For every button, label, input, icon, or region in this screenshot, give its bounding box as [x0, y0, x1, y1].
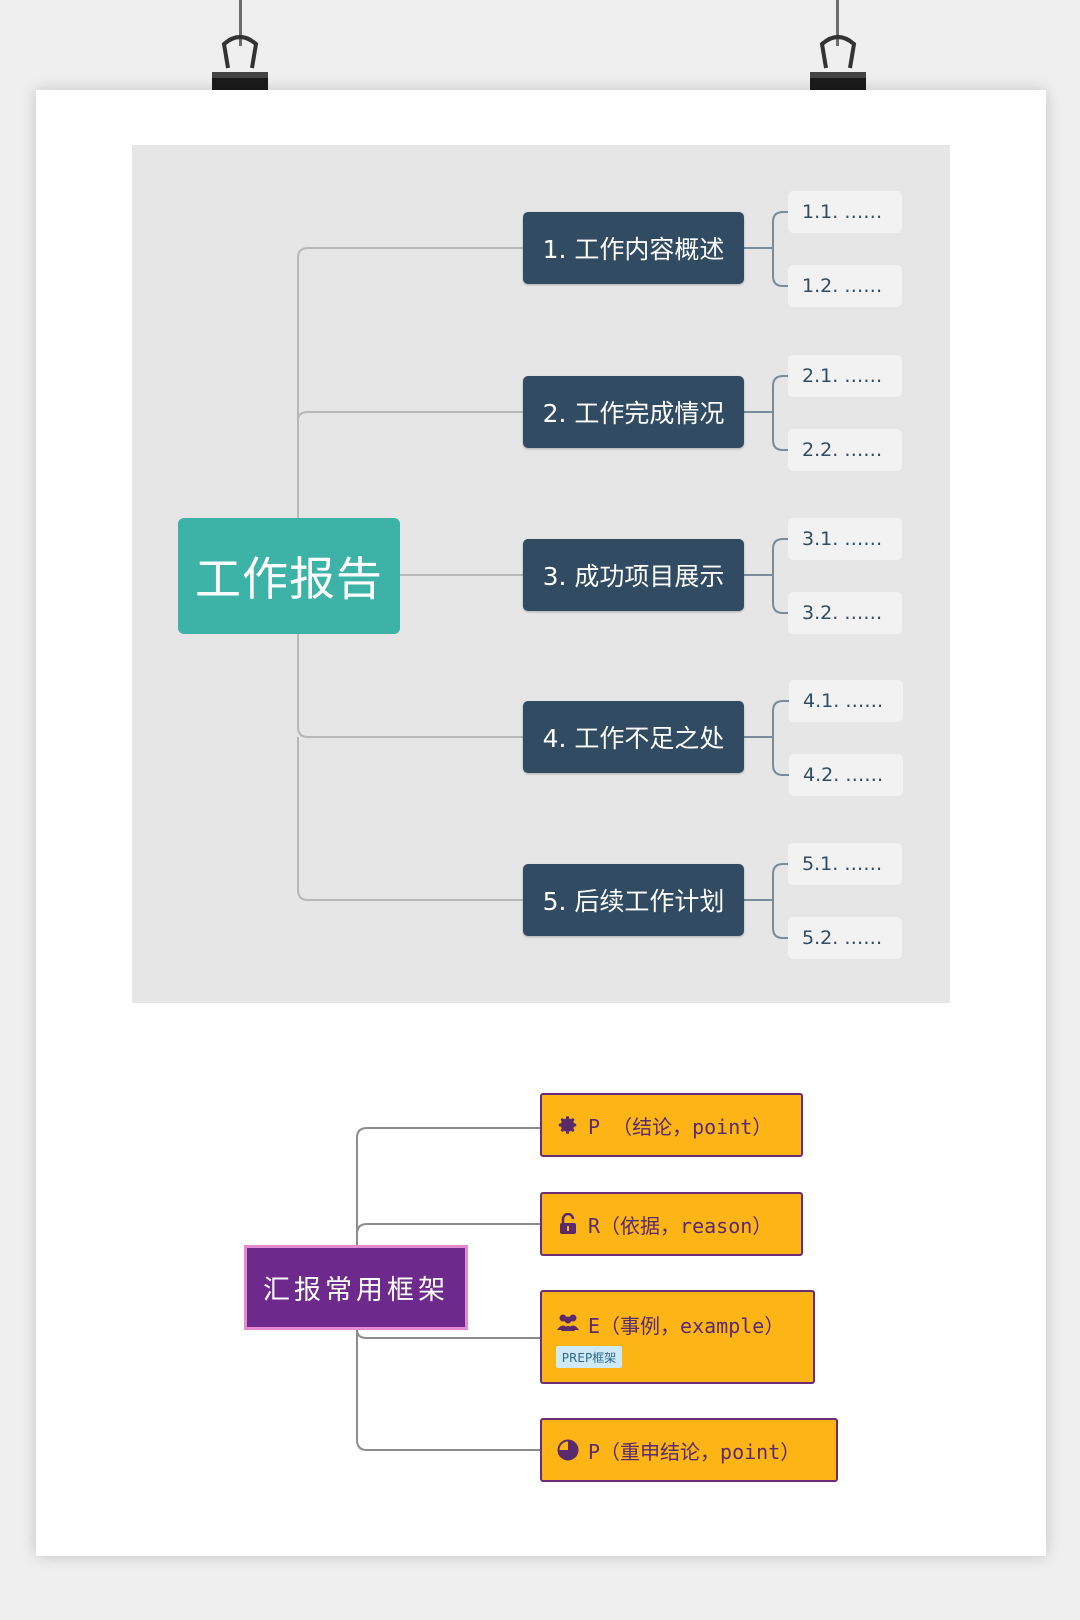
leaf-node-5-2[interactable]: 5.2. …… — [788, 917, 902, 959]
unlock-icon — [556, 1212, 580, 1236]
prep-root-node[interactable]: 汇报常用框架 — [244, 1245, 468, 1330]
hanging-string-right — [836, 0, 839, 46]
prep-framework-tag: PREP框架 — [556, 1346, 622, 1368]
leaf-node-4-1[interactable]: 4.1. …… — [789, 680, 903, 722]
leaf-node-2-2[interactable]: 2.2. …… — [788, 429, 902, 471]
leaf-node-4-2[interactable]: 4.2. …… — [789, 754, 903, 796]
prep-node-restate[interactable]: P（重申结论，point） — [540, 1418, 838, 1482]
pie-chart-icon — [556, 1438, 580, 1462]
leaf-node-2-1[interactable]: 2.1. …… — [788, 355, 902, 397]
leaf-node-1-1[interactable]: 1.1. …… — [788, 191, 902, 233]
prep-node-restate-label: P（重申结论，point） — [588, 1439, 801, 1464]
prep-node-example[interactable]: E（事例，example） — [540, 1290, 815, 1384]
prep-node-reason-label: R（依据，reason） — [588, 1213, 773, 1238]
prep-node-point[interactable]: P （结论，point） — [540, 1093, 803, 1157]
leaf-node-5-1[interactable]: 5.1. …… — [788, 843, 902, 885]
branch-node-4[interactable]: 4. 工作不足之处 — [523, 701, 744, 773]
leaf-node-3-1[interactable]: 3.1. …… — [788, 518, 902, 560]
prep-node-reason[interactable]: R（依据，reason） — [540, 1192, 803, 1256]
prep-node-example-label: E（事例，example） — [588, 1314, 785, 1338]
branch-node-2[interactable]: 2. 工作完成情况 — [523, 376, 744, 448]
branch-node-3[interactable]: 3. 成功项目展示 — [523, 539, 744, 611]
branch-node-1[interactable]: 1. 工作内容概述 — [523, 212, 744, 284]
hanging-string-left — [239, 0, 242, 46]
gear-icon — [556, 1113, 580, 1137]
users-icon — [556, 1310, 580, 1334]
leaf-node-3-2[interactable]: 3.2. …… — [788, 592, 902, 634]
branch-node-5[interactable]: 5. 后续工作计划 — [523, 864, 744, 936]
prep-node-point-label: P （结论，point） — [588, 1114, 773, 1139]
leaf-node-1-2[interactable]: 1.2. …… — [788, 265, 902, 307]
work-report-root-node[interactable]: 工作报告 — [178, 518, 400, 634]
